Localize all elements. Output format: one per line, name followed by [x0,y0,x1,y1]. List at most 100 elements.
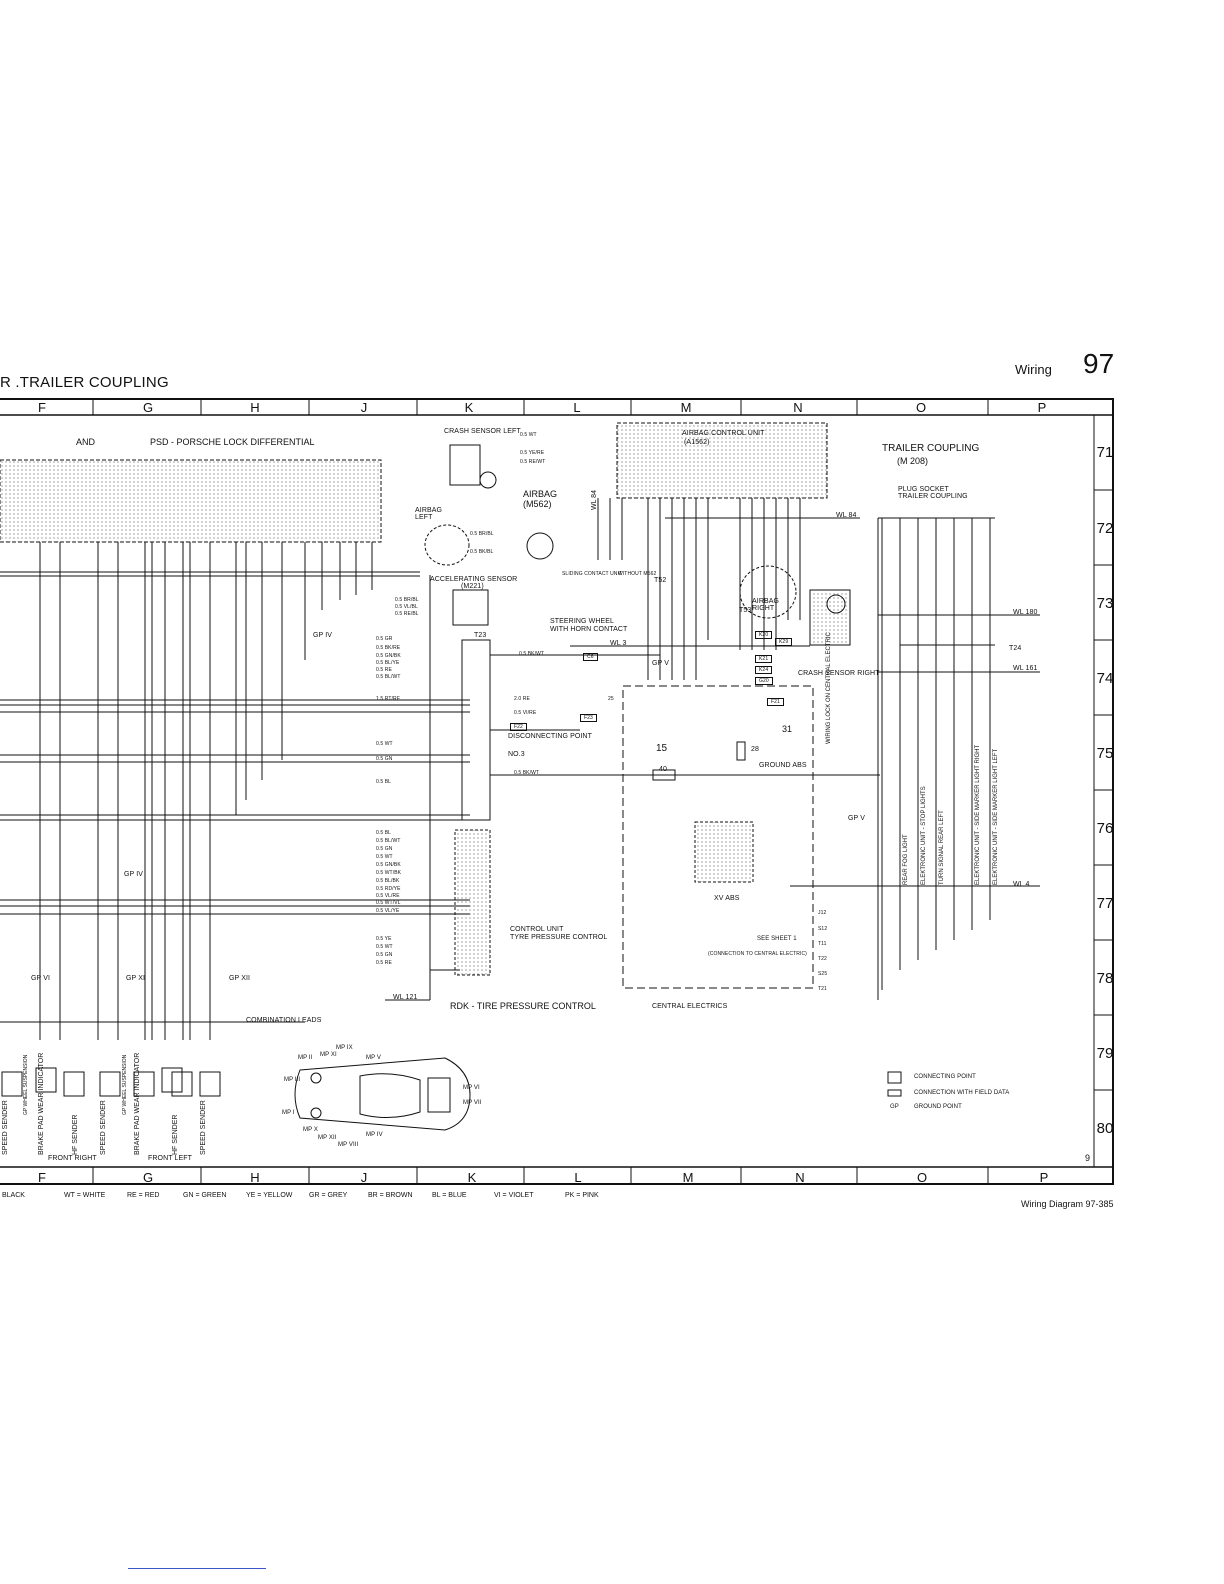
plug-socket-label: PLUG SOCKET [898,486,949,493]
wire-label: 0.5 RE [376,667,392,673]
crash-sensor-left-label: CRASH SENSOR LEFT [444,428,521,435]
terminal-15-label: 15 [656,743,668,754]
wire-label: 0.5 VL/BL [395,604,418,610]
front-left-label: FRONT LEFT [148,1155,193,1162]
legend-item: BR = BROWN [368,1192,413,1199]
column-label: O [915,400,927,415]
legend-item: BL = BLUE [432,1192,467,1199]
disconnecting-point-no: NO.3 [508,751,525,758]
mp-label: MP X [303,1127,318,1133]
mp-label: MP II [298,1055,313,1061]
mp-label: MP VI [463,1085,480,1091]
sensor-label: SPEED SENDER [200,1100,207,1155]
wire-label: 0.5 BL/BK [376,878,400,884]
mp-label: MP XII [318,1135,337,1141]
wire-label: 0.5 RD/YE [376,886,401,892]
legend-gp-abbr: GP [890,1104,899,1110]
crash-sensor-right-label: CRASH SENSOR RIGHT [798,670,880,677]
column-label: G [142,400,154,415]
wire-label: 0.5 YE/RE [520,450,545,456]
legend-item: PK = PINK [565,1192,599,1199]
wl84-label: WL 84 [836,512,857,519]
wire-label: 0.5 BK/BL [470,549,494,555]
wire-label: 0.5 BL [376,830,392,836]
column-label: N [793,400,803,415]
gp-iv-label-b: GP IV [124,871,144,878]
connector-tag: K24 [755,666,773,674]
sliding-contact-label: SLIDING CONTACT UNIT [562,571,623,577]
wire-label: 0.5 BK/WT [519,651,545,657]
row-label: 79 [1096,1045,1114,1062]
footer-reference: Wiring Diagram 97-385 [1021,1199,1114,1209]
wl3-label: WL 3 [610,640,627,647]
central-electrics-label: CENTRAL ELECTRICS [652,1003,728,1010]
wiring-lock-label: WIRING LOCK ON CENTRAL ELECTRIC [826,632,832,744]
sensor-label: BRAKE PAD WEAR INDICATOR [134,1052,141,1155]
column-label: G [142,1170,154,1185]
gp-xi-label: GP XI [126,975,146,982]
gp-vi-label: GP VI [31,975,51,982]
wl4-label: WL 4 [1013,881,1030,888]
diagram-frame [0,398,1114,1185]
airbag-right-label: AIRBAG RIGHT [752,598,780,612]
wire-label: 0.5 WT/VL [376,900,401,906]
connection-central-label: (CONNECTION TO CENTRAL ELECTRIC) [708,951,807,957]
pin-label: T22 [818,956,827,962]
legend-item: BLACK [2,1192,25,1199]
airbag-control-unit-label: AIRBAG CONTROL UNIT [682,430,765,437]
gp-v-label: GP V [652,660,670,667]
column-label: K [467,1170,477,1185]
pin-label: T21 [818,986,827,992]
trailer-coupling-code: (M 208) [897,456,929,466]
horn-contact-label: WITH HORN CONTACT [550,626,628,633]
wire-label: 0.5 BL/WT [376,674,401,680]
pin-label: S12 [818,926,828,932]
column-label: L [573,400,581,415]
disconnecting-point-label: DISCONNECTING POINT [508,733,592,740]
column-label: O [916,1170,928,1185]
row-label: 80 [1096,1120,1114,1137]
column-label: H [250,400,260,415]
column-label: M [680,400,692,415]
gp-v-label-b: GP V [848,815,866,822]
connector-tag: G20 [755,677,773,685]
row-label: 71 [1096,444,1114,461]
trailer-function-label: ELEKTRONIC UNIT - STOP LIGHTS [921,786,927,885]
mp-label: MP VIII [338,1142,359,1148]
column-label: J [360,1170,368,1185]
accelerating-sensor-label: ACCELERATING SENSOR [430,576,518,583]
trailer-function-label: ELEKTRONIC UNIT - SIDE MARKER LIGHT RIGH… [975,744,981,885]
t23-label: T23 [474,632,487,639]
wire-label: 0.5 VL/YE [376,908,400,914]
see-sheet-label: SEE SHEET 1 [757,936,797,942]
wire-label: 2.0 RE [514,696,530,702]
trailer-coupling-label: TRAILER COUPLING [882,443,980,454]
wire-label: 0.5 BL/WT [376,838,401,844]
wire-label: 0.5 WT [376,944,393,950]
mp-label: MP V [366,1055,381,1061]
wire-label: 0.5 BL/YE [376,660,400,666]
bottom-link-underline[interactable] [128,1568,266,1569]
combination-leads-label: COMBINATION LEADS [246,1017,322,1024]
trailer-function-label: TURN SIGNAL REAR LEFT [939,810,945,885]
page-title: R .TRAILER COUPLING [0,374,169,391]
wl180-label: WL 180 [1013,609,1038,616]
legend-ground-point: GROUND POINT [914,1104,962,1110]
legend-connecting-point: CONNECTING POINT [914,1074,976,1080]
sensor-label: GP WHEEL SUSPENSION [122,1054,128,1115]
column-label: L [574,1170,582,1185]
trailer-function-label: REAR FOG LIGHT [903,834,909,885]
row-label: 73 [1096,595,1114,612]
sensor-label: BRAKE PAD WEAR INDICATOR [38,1052,45,1155]
sensor-label: HF SENDER [72,1114,79,1155]
airbag-left-label: AIRBAG LEFT [415,507,443,521]
sensor-label: SPEED SENDER [100,1100,107,1155]
wire-label: 0.5 GN [376,756,393,762]
front-right-label: FRONT RIGHT [48,1155,97,1162]
wire-label: 0.5 YE [376,936,392,942]
row-label: 72 [1096,520,1114,537]
column-label: P [1039,1170,1049,1185]
column-label: J [360,400,368,415]
wire-label: 0.5 BK/WT [514,770,540,776]
